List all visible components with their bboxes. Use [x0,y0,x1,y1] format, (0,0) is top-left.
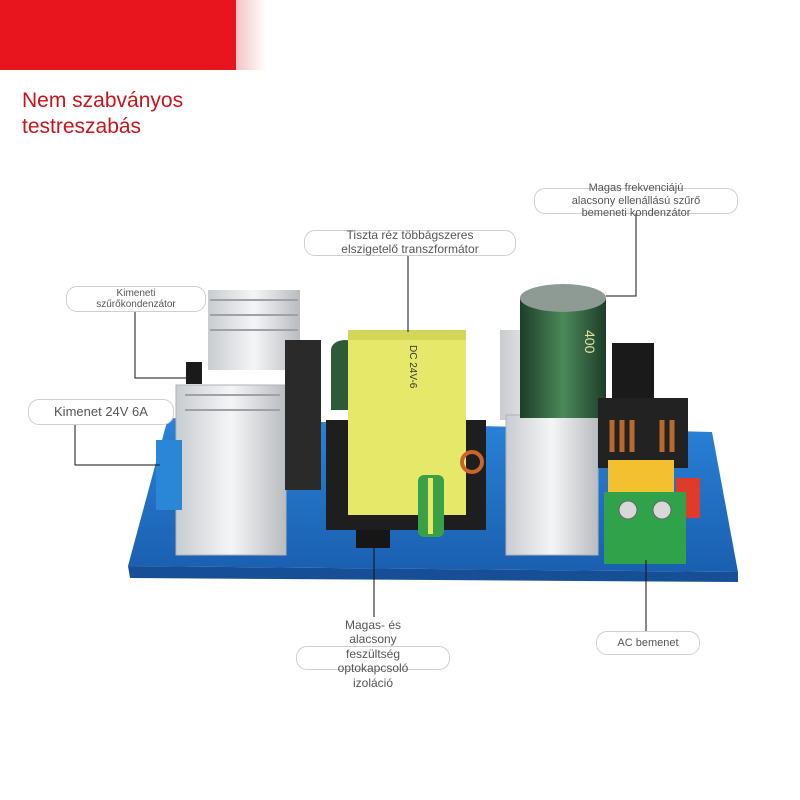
label-optocoupler: Magas- és alacsony feszültség optokapcso… [337,618,409,690]
transformer: DC 24V-6 [326,330,486,530]
headline: Nem szabványos testreszabás [22,89,184,138]
callout-lines [74,212,647,631]
transformer-print: DC 24V-6 [407,345,418,389]
ac-input-terminal [604,460,700,564]
banner-fade [236,0,266,70]
output-terminal [156,440,182,510]
filter-inductor [598,398,688,468]
label-ac-input: AC bemenet [596,631,700,655]
label-output-rating: Kimenet 24V 6A [28,399,174,425]
input-capacitor: 400 [520,284,606,418]
small-green-capacitor [418,475,444,537]
capacitor-print: 400 [582,330,598,354]
label-transformer: Tiszta réz többágszeres elszigetelő tran… [304,228,516,256]
bridge-rectifier [612,343,654,403]
label-output-filter-capacitor: Kimeneti szűrőkondenzátor [66,286,206,312]
label-optocoupler-box [296,646,450,670]
red-banner [0,0,236,70]
optocoupler-chip [356,530,390,548]
label-input-capacitor: Magas frekvenciájú alacsony ellenállású … [534,182,738,219]
left-heatsink [175,290,321,556]
